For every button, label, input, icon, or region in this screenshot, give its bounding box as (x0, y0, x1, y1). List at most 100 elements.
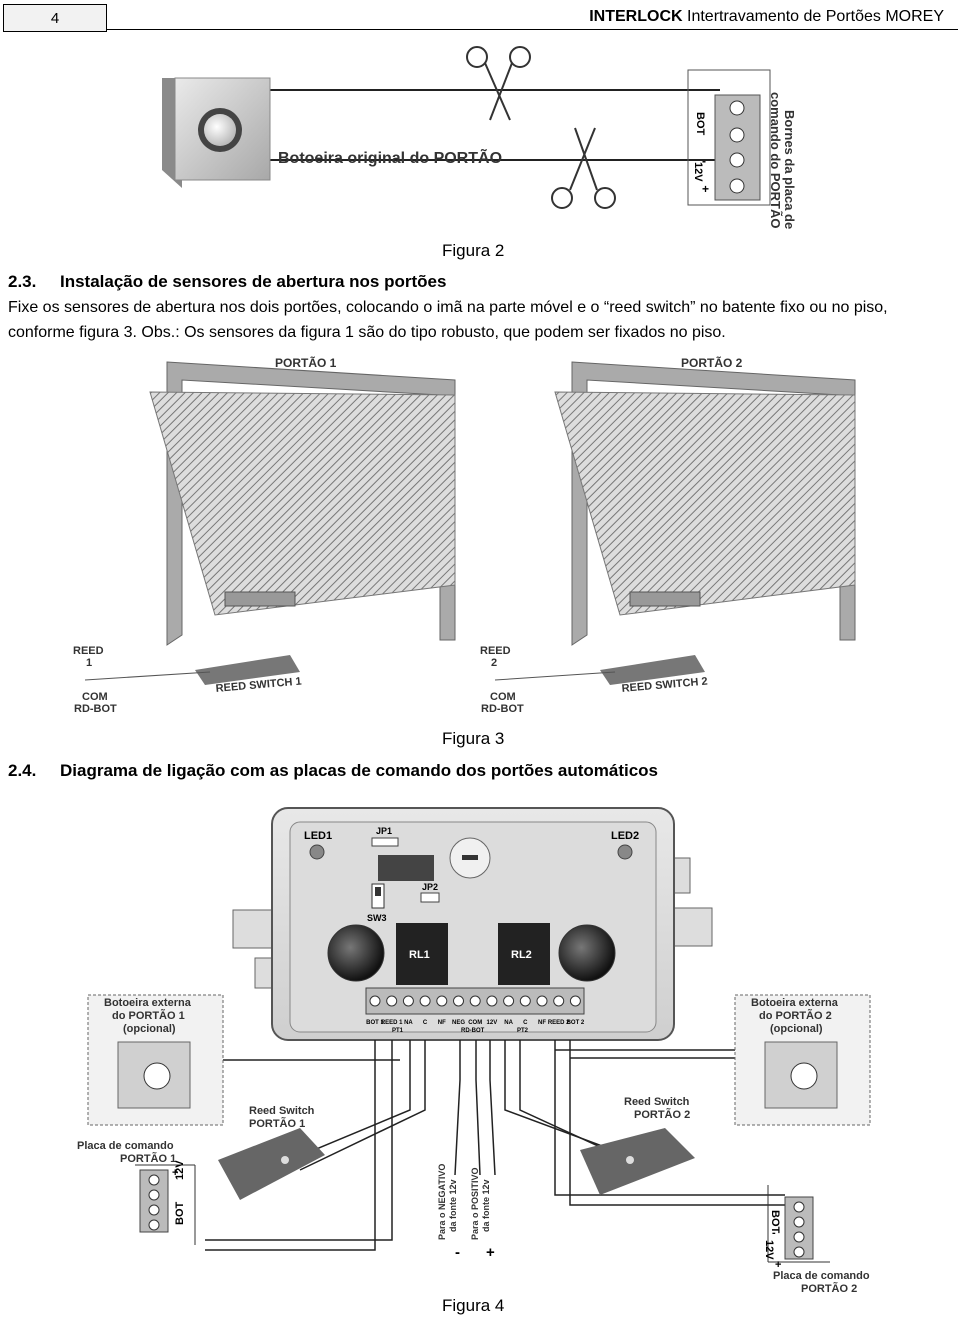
terminal-screw-icon (519, 995, 531, 1007)
page-number-text: 4 (50, 9, 60, 27)
original-button-icon (162, 77, 271, 188)
figure-4-illustration: LED1 LED2 JP1 JP2 SW3 RL1 RL2 BOT 1REED … (77, 807, 871, 1295)
group-rdbot: RD-BOT (461, 1028, 485, 1034)
terminal-label: NA (404, 1020, 413, 1026)
reed-2-line2: PORTÃO 2 (634, 1108, 690, 1121)
terminal-label: COM (468, 1020, 482, 1026)
group-pt1: PT1 (392, 1028, 404, 1034)
terminal-plus-label: + (702, 182, 709, 196)
terminal-label: NF (538, 1020, 546, 1026)
supply-minus: - (455, 1244, 460, 1261)
terminal-label: BOT 2 (567, 1020, 585, 1026)
terminal-screw-icon (402, 995, 414, 1007)
reed-1-line2: PORTÃO 1 (249, 1117, 305, 1130)
board-1-12v: 12V (174, 1160, 186, 1180)
terminal-label: 12V (487, 1020, 498, 1026)
terminal-strip-screws (369, 995, 581, 1007)
section-2-3-paragraph: Fixe os sensores de abertura nos dois po… (8, 299, 888, 341)
com-2-label: COM (490, 691, 516, 703)
gate-2-icon (554, 361, 856, 685)
header-rule (106, 29, 958, 30)
terminal-screw-icon (553, 995, 565, 1007)
section-number: 2.3. (8, 272, 37, 291)
board-1-line2: PORTÃO 1 (120, 1152, 176, 1165)
terminal-screw-icon (503, 995, 515, 1007)
led2-label: LED2 (611, 830, 639, 842)
reed-1-num: 1 (86, 657, 92, 669)
board-1-terminal-icon (139, 1169, 169, 1233)
terminal-label: NA (504, 1020, 513, 1026)
terminal-block-icon (687, 69, 771, 206)
reed-switch-2-icon (580, 1128, 695, 1195)
ext-button-2-line2: do PORTÃO 2 (759, 1009, 832, 1022)
section-number: 2.4. (8, 761, 37, 780)
reed-2-line1: Reed Switch (624, 1096, 690, 1108)
bornes-line2: comando do PORTÃO (768, 92, 783, 229)
led1-label: LED1 (304, 830, 332, 842)
rl2-label: RL2 (511, 949, 532, 961)
board-1-line1: Placa de comando (77, 1140, 174, 1152)
bornes-line1: Bornes da placa de (782, 110, 797, 229)
terminal-screw-icon (386, 995, 398, 1007)
section-2-4-heading: 2.4.Diagrama de ligação com as placas de… (8, 761, 658, 781)
board-2-minus: - (772, 1227, 776, 1239)
terminal-screw-icon (369, 995, 381, 1007)
figure-4-caption: Figura 4 (442, 1296, 505, 1315)
com-1-label: COM (82, 691, 108, 703)
terminal-label: REED 1 (381, 1020, 403, 1026)
neg-supply-line2: da fonte 12v (448, 1179, 458, 1232)
gate-1-title: PORTÃO 1 (275, 355, 337, 370)
board-2-line1: Placa de comando (773, 1270, 870, 1282)
scissors-icon (466, 46, 531, 121)
terminal-screw-icon (419, 995, 431, 1007)
pos-supply-line2: da fonte 12v (481, 1179, 491, 1232)
section-2-3-heading: 2.3. Instalação de sensores de abertura n… (8, 272, 446, 292)
ext-button-2-line1: Botoeira externa (751, 997, 839, 1009)
terminal-12v-label: 12V (692, 162, 704, 182)
header-brand: INTERLOCK (589, 8, 683, 25)
figure-3-caption: Figura 3 (442, 729, 505, 748)
terminal-label: NF (438, 1020, 446, 1026)
ext-button-1-line3: (opcional) (123, 1023, 176, 1035)
external-button-2-icon (764, 1041, 838, 1109)
header-title: INTERLOCK Intertravamento de Portões MOR… (589, 8, 944, 26)
board-1-bot: BOT (174, 1202, 186, 1226)
terminal-screw-icon (569, 995, 581, 1007)
board-2-12v: 12V (763, 1240, 775, 1260)
sw3-label: SW3 (367, 913, 387, 923)
header-subtitle: Intertravamento de Portões MOREY (687, 8, 944, 25)
section-title: Instalação de sensores de abertura nos p… (60, 272, 447, 291)
original-button-label: Botoeira original do PORTÃO (278, 147, 502, 167)
terminal-label: REED 2 (548, 1020, 570, 1026)
figure-3-illustration: PORTÃO 1 REED 1 COM RD-BOT REED SWITCH 1… (73, 355, 856, 715)
board-2-terminal-icon (784, 1196, 814, 1260)
terminal-minus-label: - (702, 154, 706, 168)
external-button-1-icon (117, 1041, 191, 1109)
ext-button-2-line3: (opcional) (770, 1023, 823, 1035)
terminal-label: C (523, 1020, 528, 1026)
terminal-label: NEG (452, 1020, 465, 1026)
page-number: 4 (3, 4, 107, 32)
figure-2-illustration: Botoeira original do PORTÃO BOT - 12V + … (162, 46, 797, 229)
terminal-label: BOT 1 (366, 1020, 384, 1026)
terminal-screw-icon (536, 995, 548, 1007)
terminal-bot-label: BOT (694, 112, 706, 136)
jp2-label: JP2 (422, 882, 438, 892)
gate-2-title: PORTÃO 2 (681, 355, 743, 370)
supply-plus: + (486, 1244, 495, 1261)
terminal-screw-icon (436, 995, 448, 1007)
group-pt2: PT2 (517, 1028, 529, 1034)
terminal-screw-icon (453, 995, 464, 1007)
terminal-screw-icon (469, 995, 481, 1007)
pos-supply-line1: Para o POSITIVO (470, 1167, 480, 1240)
jp1-label: JP1 (376, 826, 392, 836)
rl1-label: RL1 (409, 949, 430, 961)
gate-1-icon (149, 361, 456, 685)
terminal-label: C (423, 1020, 428, 1026)
rdbot-1-label: RD-BOT (74, 703, 117, 715)
reed-1-label: REED (73, 645, 104, 657)
reed-1-line1: Reed Switch (249, 1105, 315, 1117)
ext-button-1-line1: Botoeira externa (104, 997, 192, 1009)
terminal-screw-icon (486, 995, 498, 1007)
